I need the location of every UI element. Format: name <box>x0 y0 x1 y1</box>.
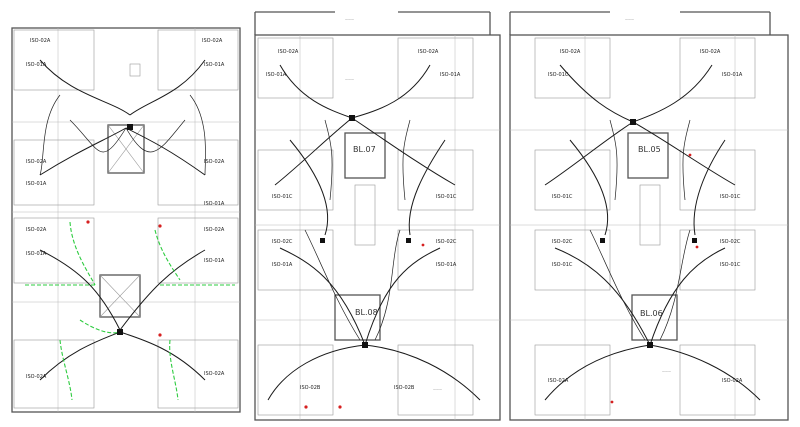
annotation: ——— <box>433 387 442 391</box>
unit-tag: ISO-02A <box>202 38 223 44</box>
unit-tag: ISO-01C <box>720 262 741 268</box>
unit-tag: ISO-02A <box>30 38 51 44</box>
unit-tag: ISO-02A <box>26 374 47 380</box>
tower-plan-left: ISO-02A ISO-02A ISO-01A ISO-01A ISO-02A … <box>11 27 241 413</box>
block-label: BL.07 <box>353 145 376 154</box>
unit-tag: ISO-01C <box>272 194 293 200</box>
unit-tag: ISO-02A <box>722 378 743 384</box>
annotation: ——— <box>345 77 354 81</box>
unit-tag: ISO-01A <box>26 251 47 257</box>
unit-tag: ISO-02A <box>548 378 569 384</box>
unit-tag: ISO-02C <box>436 239 457 245</box>
unit-tag: ISO-01A <box>272 262 293 268</box>
block-label: BL.06 <box>640 309 663 318</box>
block-plan-middle: BL.07 BL.08 ——— ——— ——— ISO-02A ISO-02A … <box>254 11 501 421</box>
unit-tag: ISO-02B <box>300 385 321 391</box>
unit-tag: ISO-02A <box>204 371 225 377</box>
unit-tag: ISO-02C <box>272 239 293 245</box>
block-plan-right: BL.05 BL.06 ——— ——— ISO-02A ISO-02A ISO-… <box>509 11 789 421</box>
unit-tag: ISO-01C <box>720 194 741 200</box>
unit-tag: ISO-01A <box>436 262 457 268</box>
unit-tag: ISO-01A <box>26 181 47 187</box>
unit-tag: ISO-02A <box>560 49 581 55</box>
unit-tag: ISO-01A <box>266 72 287 78</box>
unit-tag: ISO-02A <box>26 227 47 233</box>
block-label: BL.05 <box>638 145 661 154</box>
unit-tag: ISO-02B <box>394 385 415 391</box>
unit-tag: ISO-02A <box>26 159 47 165</box>
unit-tag: ISO-01C <box>552 262 573 268</box>
unit-tag: ISO-02A <box>278 49 299 55</box>
unit-tag: ISO-02C <box>552 239 573 245</box>
unit-tag: ISO-02A <box>204 159 225 165</box>
unit-tag: ISO-02A <box>418 49 439 55</box>
unit-tag: ISO-01A <box>722 72 743 78</box>
unit-tag: ISO-01A <box>440 72 461 78</box>
unit-tag: ISO-01A <box>204 62 225 68</box>
unit-tag: ISO-01C <box>548 72 569 78</box>
unit-tag: ISO-01C <box>552 194 573 200</box>
annotation: ——— <box>345 17 354 21</box>
unit-tag: ISO-01C <box>436 194 457 200</box>
unit-tag: ISO-01A <box>204 258 225 264</box>
unit-tag: ISO-01A <box>204 201 225 207</box>
block-label: BL.08 <box>355 308 378 317</box>
unit-tag: ISO-02A <box>700 49 721 55</box>
unit-tag: ISO-02C <box>720 239 741 245</box>
unit-tag: ISO-02A <box>204 227 225 233</box>
annotation: ——— <box>662 369 671 373</box>
unit-tag: ISO-01A <box>26 62 47 68</box>
annotation: ——— <box>625 17 634 21</box>
